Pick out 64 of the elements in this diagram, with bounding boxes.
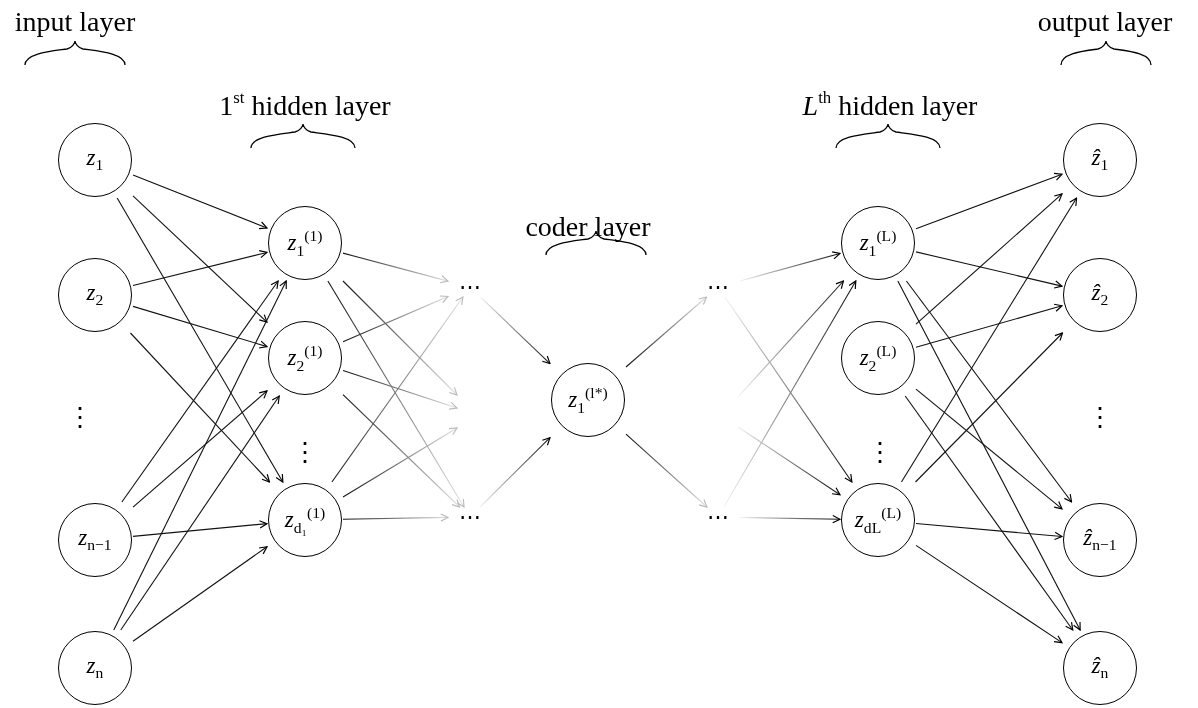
neuron-label: z$_{1}$ bbox=[86, 146, 104, 174]
arrow bbox=[132, 250, 268, 287]
layer-label: ⋮ bbox=[67, 405, 93, 431]
arrow bbox=[342, 295, 449, 343]
ellipsis: ⋯ bbox=[459, 276, 481, 298]
arrow bbox=[914, 332, 1064, 483]
arrow bbox=[132, 546, 268, 642]
arrow bbox=[342, 427, 458, 498]
arrow bbox=[121, 280, 279, 503]
arrow bbox=[915, 172, 1063, 230]
arrow bbox=[723, 280, 857, 508]
arrow bbox=[739, 251, 841, 282]
layer-label: output layer bbox=[1037, 8, 1173, 36]
neuron-label: z$_{n−1}$ bbox=[78, 526, 112, 554]
layer-label: L$^{th}$ hidden layer bbox=[802, 90, 978, 120]
neuron-label: ẑ$_{1}$ bbox=[1091, 146, 1109, 174]
arrow bbox=[737, 426, 841, 496]
neuron-label: z$_{n}$ bbox=[86, 654, 104, 682]
arrow bbox=[905, 280, 1073, 503]
arrow bbox=[129, 332, 271, 483]
arrow bbox=[904, 395, 1074, 631]
arrow bbox=[915, 303, 1063, 348]
ellipsis: ⋯ bbox=[459, 506, 481, 528]
arrow bbox=[113, 280, 287, 631]
arrow bbox=[342, 513, 449, 522]
arrow bbox=[342, 280, 458, 396]
arrow bbox=[342, 252, 449, 284]
ellipsis: ⋯ bbox=[707, 506, 729, 528]
arrow bbox=[132, 520, 268, 537]
arrow bbox=[132, 195, 268, 323]
arrow bbox=[915, 388, 1063, 510]
arrow bbox=[900, 197, 1078, 483]
layer-label: coder layer bbox=[525, 213, 651, 241]
neuron-label: ẑ$_{n−1}$ bbox=[1083, 526, 1117, 554]
layer-label: ⋮ bbox=[292, 440, 318, 466]
arrow bbox=[120, 395, 280, 631]
arrow bbox=[132, 390, 268, 508]
arrow bbox=[132, 305, 268, 349]
arrow bbox=[915, 522, 1063, 541]
arrow bbox=[915, 251, 1063, 289]
arrow bbox=[479, 296, 551, 365]
arrow bbox=[342, 369, 458, 410]
arrow bbox=[915, 544, 1063, 644]
arrow bbox=[897, 280, 1081, 631]
arrow bbox=[724, 296, 853, 483]
ellipsis: ⋯ bbox=[707, 276, 729, 298]
arrow bbox=[342, 394, 461, 508]
arrow bbox=[116, 197, 284, 483]
arrow bbox=[479, 437, 551, 508]
arrow bbox=[915, 193, 1063, 325]
arrow bbox=[625, 296, 708, 368]
neuron-label: ẑ$_{2}$ bbox=[1091, 281, 1109, 309]
neuron-label: ẑ$_{n}$ bbox=[1091, 654, 1109, 682]
layer-label: input layer bbox=[14, 8, 136, 36]
layer-label: ⋮ bbox=[1087, 405, 1113, 431]
arrow bbox=[625, 433, 708, 508]
layer-label: 1$^{st}$ hidden layer bbox=[219, 90, 391, 120]
arrow bbox=[737, 280, 845, 398]
layer-label: ⋮ bbox=[867, 440, 893, 466]
arrow bbox=[739, 514, 841, 524]
arrow bbox=[132, 174, 268, 230]
arrow bbox=[327, 280, 465, 508]
neuron-label: z$_{2}$ bbox=[86, 281, 104, 309]
arrow bbox=[331, 296, 464, 483]
